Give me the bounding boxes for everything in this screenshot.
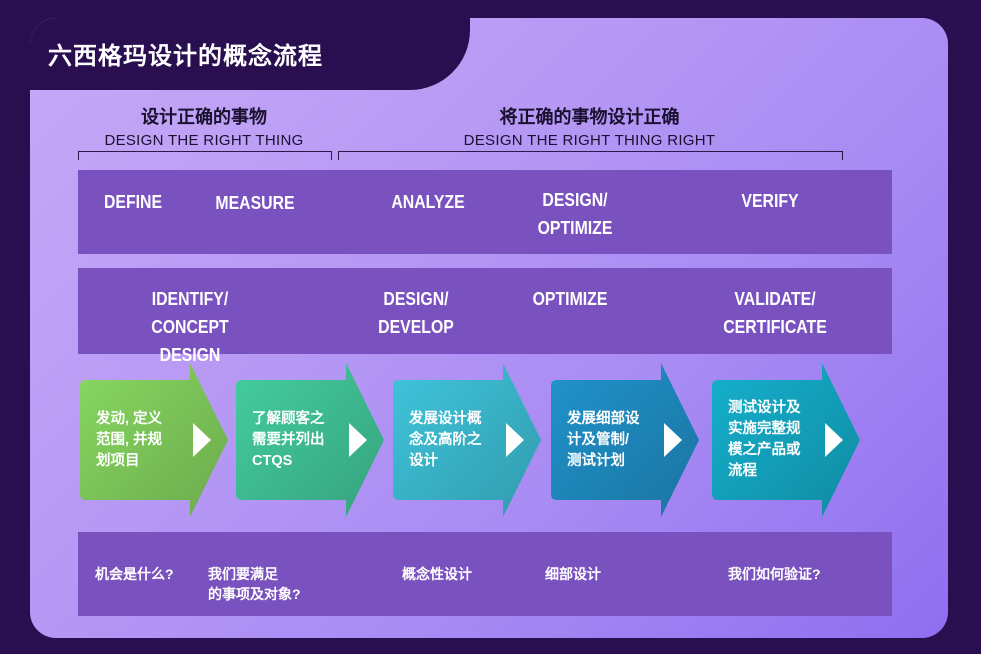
- process-step-line: 发展细部设: [567, 410, 640, 427]
- arrow-body: [236, 363, 384, 517]
- arrow-body: [80, 363, 228, 517]
- process-step-line: CTQS: [252, 452, 293, 469]
- question-detail-design: 细部设计: [545, 566, 601, 582]
- process-step-text: 发展设计概念及高阶之设计: [409, 409, 482, 472]
- process-step-line: 实施完整规: [728, 421, 801, 437]
- process-step-line: 念及高阶之: [409, 431, 482, 448]
- process-step-line: 发展设计概: [409, 410, 482, 427]
- page-title: 六西格玛设计的概念流程: [48, 43, 323, 70]
- question-opportunity: 机会是什么?: [95, 566, 174, 582]
- question-band: [78, 532, 892, 616]
- header-left-zh: 设计正确的事物: [141, 107, 267, 127]
- arrow-shape: [393, 363, 541, 517]
- arrow-shape: [80, 363, 228, 517]
- process-step-arrow: 测试设计及实施完整规模之产品或流程: [712, 363, 860, 517]
- chevron-right-icon: [349, 423, 367, 457]
- phase-band-idov: [78, 268, 892, 354]
- process-step-line: 了解顾客之: [252, 410, 325, 427]
- label-verify: VERIFY: [741, 191, 799, 211]
- process-step-line: 范围, 并规: [96, 431, 163, 448]
- bracket-left: [78, 151, 332, 160]
- header-left: 设计正确的事物 DESIGN THE RIGHT THING: [78, 103, 330, 149]
- process-step-line: 测试计划: [567, 452, 625, 469]
- process-step-text: 发动, 定义范围, 并规划项目: [96, 409, 162, 472]
- chevron-right-icon: [506, 423, 524, 457]
- label-identify: IDENTIFY/ CONCEPT DESIGN: [151, 289, 229, 365]
- process-step-line: 发动, 定义: [96, 410, 163, 427]
- bracket-right: [338, 151, 843, 160]
- process-step-line: 测试设计及: [728, 400, 801, 416]
- process-step-arrow: 发展设计概念及高阶之设计: [393, 363, 541, 517]
- label-measure: MEASURE: [215, 193, 295, 213]
- header-right-zh: 将正确的事物设计正确: [499, 107, 680, 127]
- arrow-shape: [712, 363, 860, 517]
- chevron-right-icon: [193, 423, 211, 457]
- label-define: DEFINE: [103, 192, 163, 212]
- chevron-right-icon: [664, 423, 682, 457]
- question-concept-design: 概念性设计: [402, 566, 472, 582]
- process-step-line: 划项目: [96, 452, 140, 469]
- process-step-arrow: 发展细部设计及管制/测试计划: [551, 363, 699, 517]
- label-design-develop: DESIGN/ DEVELOP: [378, 289, 454, 337]
- question-customers: 我们要满足 的事项及对象?: [208, 566, 301, 602]
- question-verify: 我们如何验证?: [728, 566, 821, 582]
- label-design-optimize: DESIGN/ OPTIMIZE: [537, 190, 613, 238]
- header-right-en: DESIGN THE RIGHT THING RIGHT: [463, 132, 716, 149]
- header-left-en: DESIGN THE RIGHT THING: [104, 132, 304, 149]
- process-step-line: 模之产品或: [728, 442, 801, 458]
- process-step-text: 了解顾客之需要并列出 CTQS: [252, 409, 325, 472]
- phase-band-dmadov: [78, 170, 892, 254]
- header-right: 将正确的事物设计正确 DESIGN THE RIGHT THING RIGHT: [338, 103, 841, 149]
- process-step-arrow: 了解顾客之需要并列出 CTQS: [236, 363, 384, 517]
- chevron-right-icon: [825, 423, 843, 457]
- title-tab: 六西格玛设计的概念流程: [30, 18, 470, 90]
- process-step-line: 设计: [409, 452, 438, 469]
- label-analyze: ANALYZE: [391, 192, 465, 212]
- process-step-text: 测试设计及实施完整规模之产品或流程: [728, 398, 801, 482]
- process-step-arrow: 发动, 定义范围, 并规划项目: [80, 363, 228, 517]
- arrow-body: [393, 363, 541, 517]
- process-step-line: 需要并列出: [252, 431, 325, 448]
- label-validate: VALIDATE/ CERTIFICATE: [723, 289, 827, 337]
- arrow-shape: [236, 363, 384, 517]
- process-step-line: 计及管制/: [567, 431, 630, 448]
- arrow-body: [551, 363, 699, 517]
- arrow-shape: [551, 363, 699, 517]
- arrow-body: [712, 363, 860, 517]
- process-step-line: 流程: [728, 463, 757, 479]
- label-optimize: OPTIMIZE: [532, 289, 608, 309]
- process-step-text: 发展细部设计及管制/测试计划: [567, 409, 640, 472]
